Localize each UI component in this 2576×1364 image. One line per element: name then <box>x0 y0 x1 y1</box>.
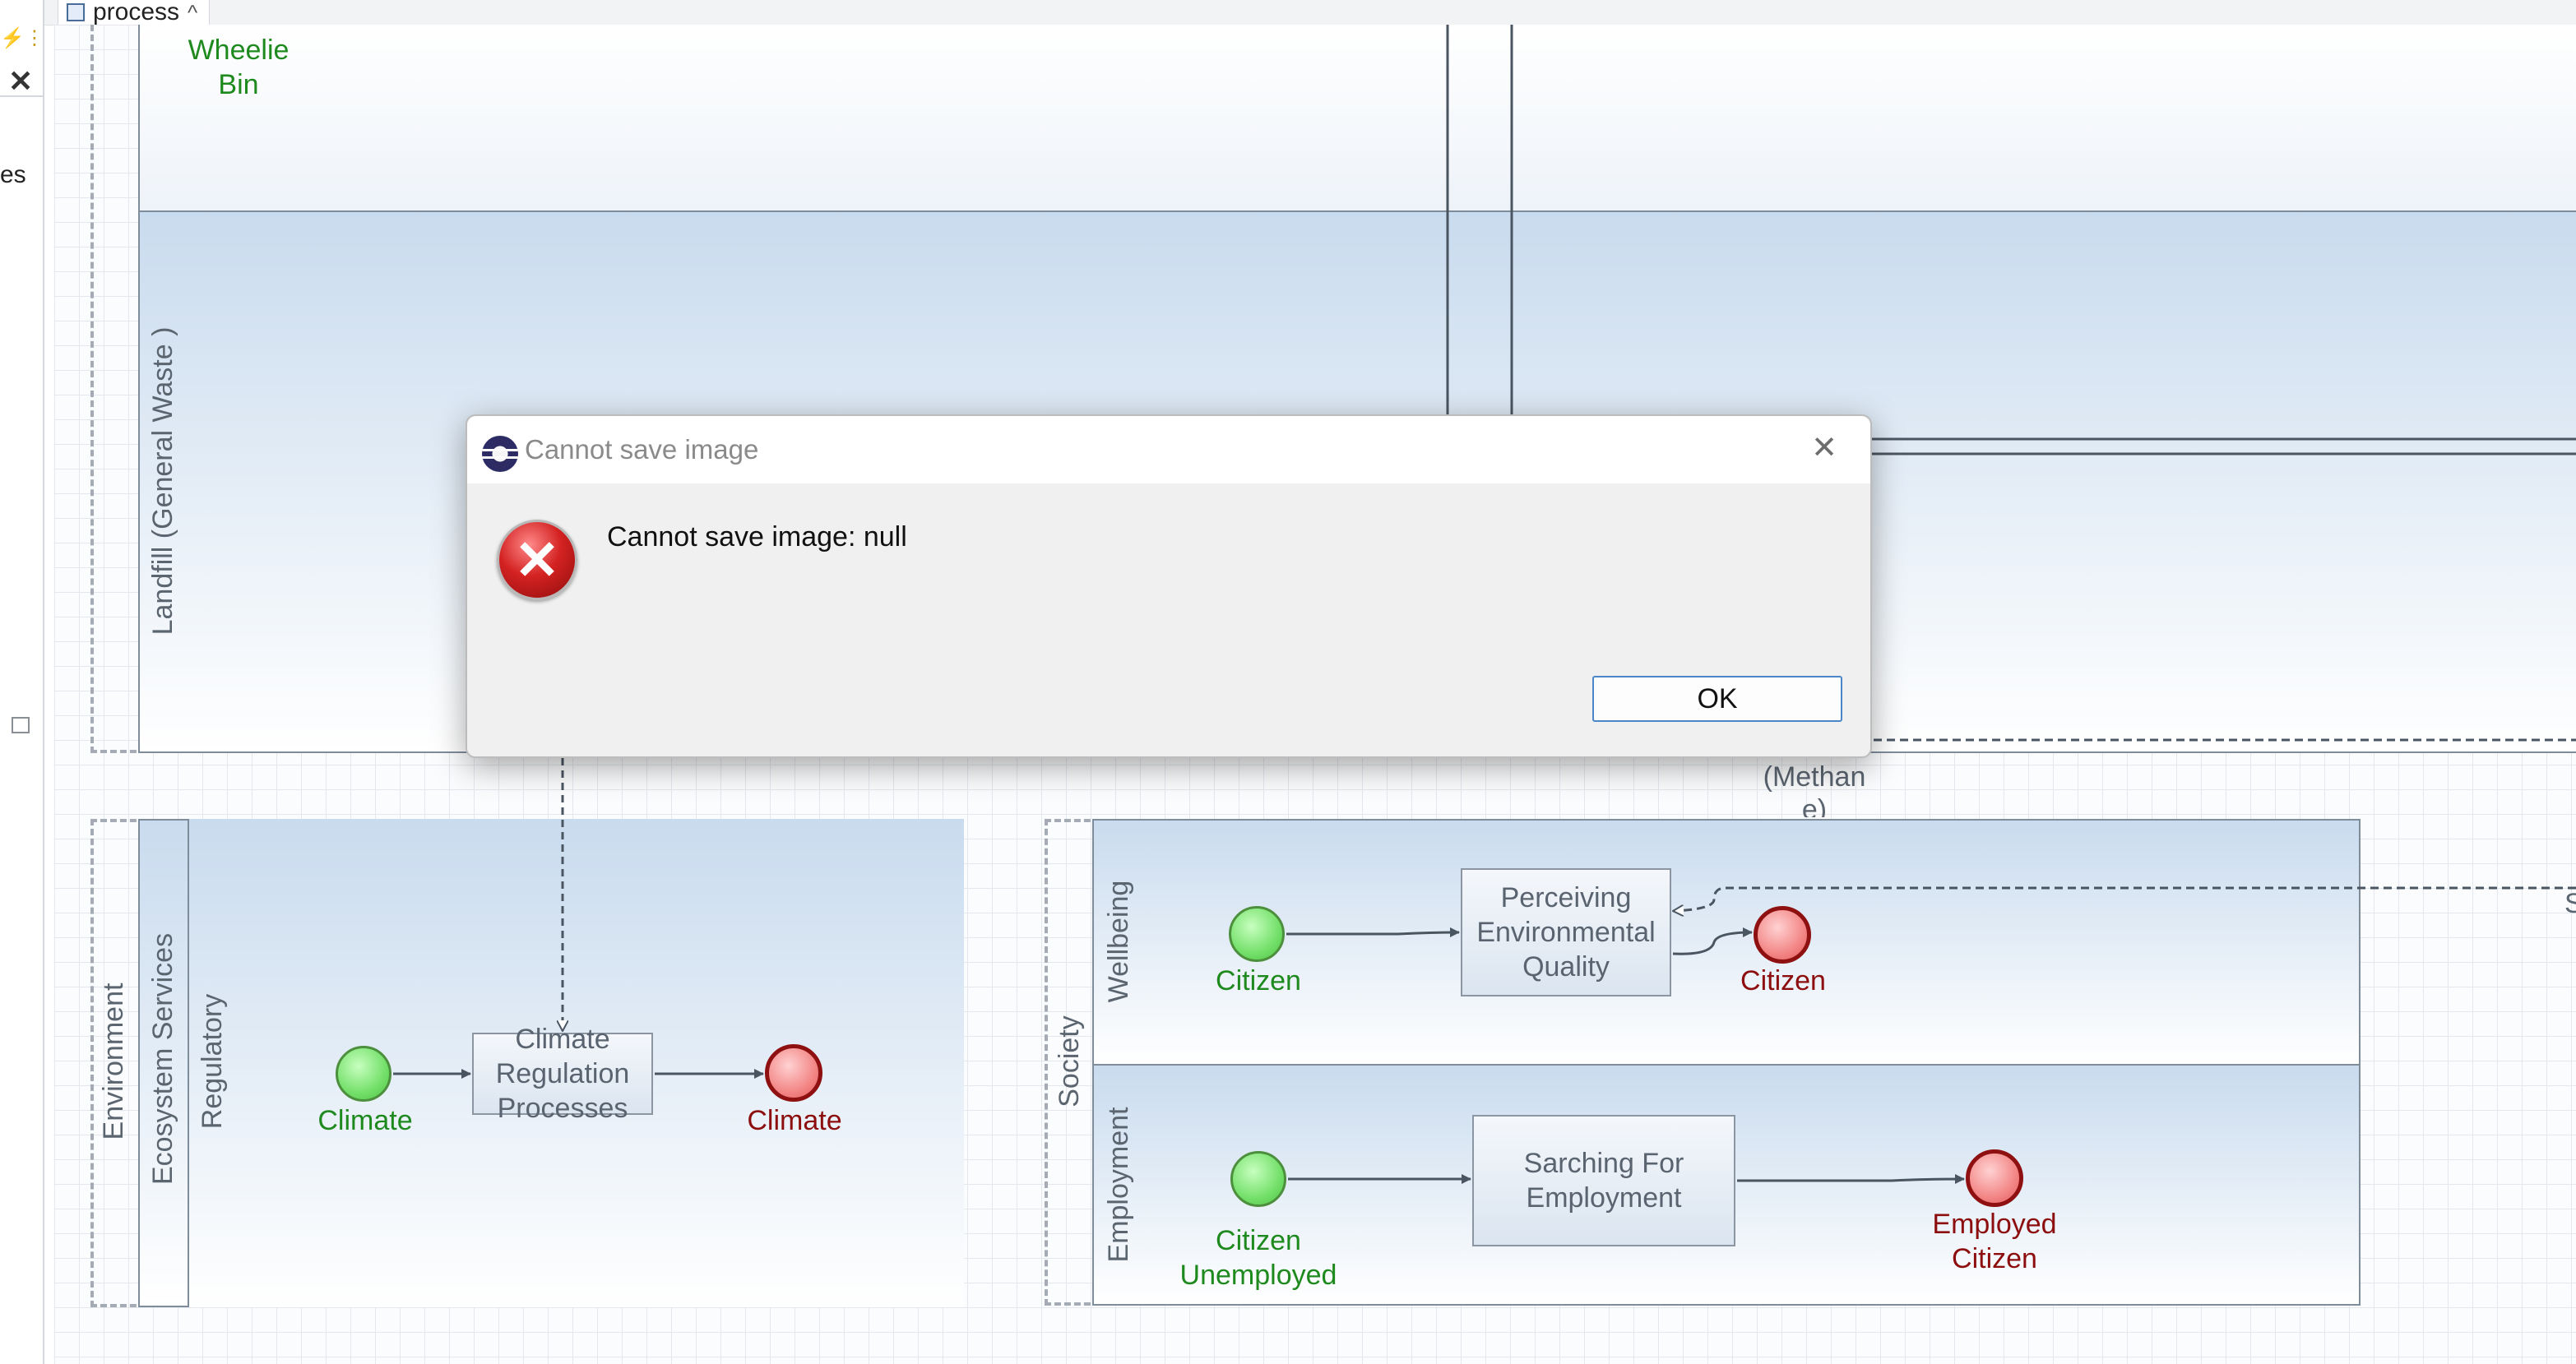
environment-pool-label: Environment <box>98 983 129 1140</box>
tab-process[interactable]: process ^ <box>58 0 211 25</box>
wheelie-bin-lane[interactable] <box>138 25 2576 212</box>
panel-divider <box>0 95 43 97</box>
society-pool-label: Society <box>1054 1015 1085 1107</box>
citizen-end-event[interactable] <box>1754 906 1811 964</box>
citizen-unemployed-label: Citizen Unemployed <box>1179 1225 1337 1291</box>
panel-truncated-text: es <box>0 161 26 188</box>
employed-citizen-end-event[interactable] <box>1966 1149 2023 1207</box>
wellbeing-lane-label: Wellbeing <box>1103 880 1134 1003</box>
citizen-end-label: Citizen <box>1740 965 1826 996</box>
citizen-unemployed-start-event[interactable] <box>1230 1151 1286 1207</box>
toolbar-icons[interactable]: ⚡⋮ <box>0 27 44 49</box>
climate-end-label: Climate <box>747 1105 842 1136</box>
error-icon: ✕ <box>497 520 577 600</box>
ecosystem-lane-label: Ecosystem Services <box>147 932 178 1185</box>
climate-regulation-task[interactable]: Climate Regulation Processes <box>472 1024 653 1124</box>
dialog-title-bar[interactable]: Cannot save image ✕ <box>467 416 1870 483</box>
dialog-title: Cannot save image <box>525 434 759 465</box>
methane-text: (Methan <box>1757 760 1872 794</box>
methane-text-line1: (Methan <box>1763 761 1866 793</box>
climate-end-event[interactable] <box>765 1044 822 1102</box>
tab-close-icon[interactable]: ^ <box>188 0 198 25</box>
methane-text-2: e) <box>1790 793 1839 817</box>
dialog-message: Cannot save image: null <box>607 521 907 553</box>
citizen-start-label: Citizen <box>1216 965 1301 996</box>
panel-close-icon[interactable]: ✕ <box>8 64 34 98</box>
left-side-panel: ⚡⋮ ✕ es <box>0 0 44 1364</box>
landfill-lane-label: Landfill (General Waste ) <box>147 326 178 636</box>
process-file-icon <box>67 3 85 21</box>
wheelie-bin-text: Wheelie Bin <box>188 35 290 100</box>
tab-process-label: process <box>93 0 180 25</box>
minimize-icon[interactable] <box>12 717 30 733</box>
searching-for-employment-task[interactable]: Sarching For Employment <box>1472 1115 1735 1246</box>
perceiving-environmental-quality-task[interactable]: Perceiving Environmental Quality <box>1461 868 1671 996</box>
editor-tab-bar: process ^ <box>0 0 2576 25</box>
cannot-save-image-dialog[interactable]: Cannot save image ✕ ✕ Cannot save image:… <box>466 414 1872 758</box>
employment-lane-label: Employment <box>1103 1107 1134 1263</box>
citizen-start-event[interactable] <box>1229 906 1285 962</box>
climate-start-label: Climate <box>317 1105 413 1136</box>
climate-start-event[interactable] <box>336 1046 391 1102</box>
eclipse-logo-icon <box>482 436 518 472</box>
methane-text-line2: e) <box>1801 794 1828 817</box>
ok-button[interactable]: OK <box>1592 676 1842 722</box>
right-edge-text: S <box>2564 888 2576 919</box>
regulatory-lane-label: Regulatory <box>197 993 228 1130</box>
dialog-close-icon[interactable]: ✕ <box>1811 431 1837 465</box>
employed-citizen-label: Employed Citizen <box>1932 1209 2057 1274</box>
